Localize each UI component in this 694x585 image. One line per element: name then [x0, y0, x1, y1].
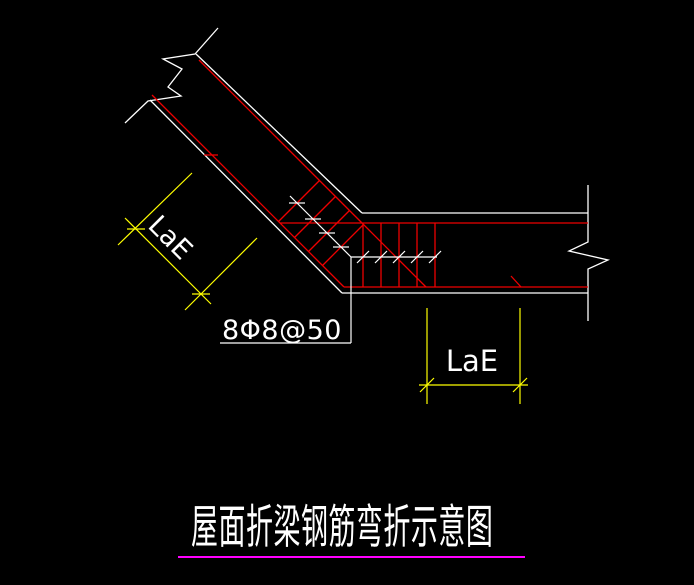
extension-line: [184, 237, 258, 311]
sloped-beam-lower-edge: [149, 99, 343, 294]
spacing-tick: [356, 250, 370, 264]
dimension-line: [124, 217, 212, 305]
sloped-stirrup: [308, 210, 350, 252]
sloped-beam-upper-edge: [195, 53, 363, 214]
extension-line: [117, 172, 193, 246]
spacing-line-sloped: [289, 195, 352, 258]
bottom-anchorage-label: LaE: [446, 344, 498, 378]
spacing-tick: [428, 250, 442, 264]
stirrup-note-label: 8Φ8@50: [222, 315, 342, 346]
dimension-tick: [419, 377, 435, 393]
bar-end-tick-bottom: [510, 275, 522, 288]
spacing-tick: [374, 250, 388, 264]
break-symbol-top: [124, 27, 219, 124]
sloped-top-rebar: [198, 59, 363, 224]
break-symbol-right: [567, 185, 611, 321]
dimension-bottom-lae: [419, 308, 528, 404]
sloped-bottom-rebar: [151, 94, 345, 288]
beam-outline: [124, 27, 611, 321]
sloped-stirrup: [294, 196, 336, 238]
dimension-sloped-lae: [117, 172, 258, 311]
stirrup-spacing-marks: [220, 195, 442, 344]
spacing-tick: [392, 250, 406, 264]
sloped-anchorage-label: LaE: [142, 210, 198, 266]
sloped-stirrup: [278, 180, 320, 222]
sloped-stirrup: [322, 224, 364, 266]
spacing-tick: [410, 250, 424, 264]
rebar-lines: [151, 59, 588, 288]
dimension-tick: [512, 377, 528, 393]
bent-anchor-bar: [361, 222, 427, 288]
drawing-title: 屋面折梁钢筋弯折示意图: [191, 500, 493, 554]
